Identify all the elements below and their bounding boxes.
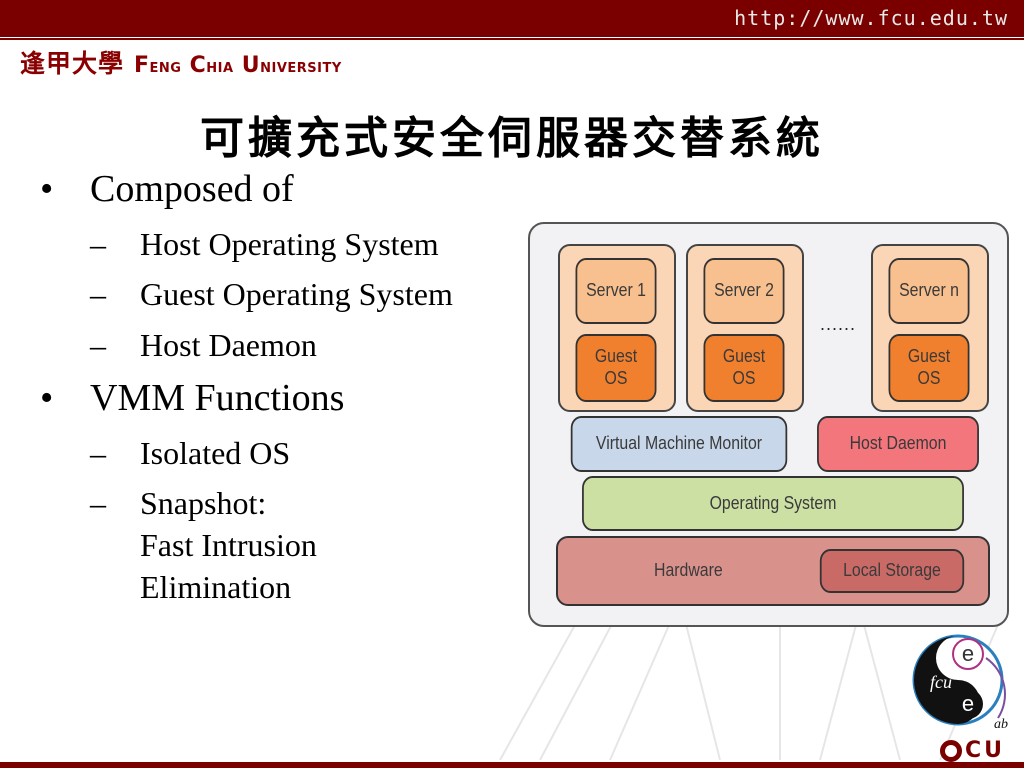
sub-bullet-item: – Host Daemon: [90, 325, 560, 367]
fcu-brand-mark: CU: [940, 738, 1005, 763]
operating-system-layer: Operating System: [582, 476, 964, 531]
logo-script-text: fcu: [930, 672, 952, 692]
sub-bullet-text: Isolated OS: [140, 434, 291, 471]
bullet-icon: •: [40, 377, 54, 420]
brand-english: FENG CHIA UNIVERSITY: [134, 53, 342, 78]
sub-bullet-item: – Isolated OS: [90, 433, 560, 475]
vm-container-2: Server 2 Guest OS: [686, 244, 804, 412]
logo-letter-e-top: e: [962, 641, 974, 666]
fcu-brand-text: CU: [965, 738, 1006, 763]
dash-icon: –: [90, 326, 106, 363]
bullet-text: VMM Functions: [90, 377, 345, 420]
hardware-layer: Hardware Local Storage: [556, 536, 990, 606]
fcu-lab-logo: e e fcu ab: [912, 634, 1008, 732]
logo-ab-text: ab: [994, 717, 1008, 732]
bullet-group-composed: • Composed of – Host Operating System – …: [40, 166, 560, 366]
footer-bar: [0, 762, 1024, 768]
fcu-g-icon: [940, 739, 962, 762]
vm-container-1: Server 1 Guest OS: [558, 244, 676, 412]
dash-icon: –: [90, 225, 106, 262]
local-storage-box: Local Storage: [819, 549, 965, 593]
header-divider: [0, 38, 1024, 40]
bullet-group-vmm: • VMM Functions – Isolated OS – Snapshot…: [40, 375, 560, 608]
bullet-text: Composed of: [90, 168, 294, 210]
sub-bullet-text: Host Daemon: [140, 326, 317, 363]
server-1-box: Server 1: [575, 258, 657, 324]
brand-chinese: 逢甲大學: [20, 49, 125, 78]
dash-icon: –: [90, 485, 106, 522]
university-brand: 逢甲大學 FENG CHIA UNIVERSITY: [20, 44, 342, 78]
dash-icon: –: [90, 434, 106, 471]
vmm-layer: Virtual Machine Monitor: [570, 416, 788, 472]
sub-bullet-text: Snapshot: Fast Intrusion Elimination: [140, 485, 317, 605]
bullet-item: • Composed of: [40, 166, 560, 214]
bullet-list: • Composed of – Host Operating System – …: [40, 166, 560, 617]
host-daemon-layer: Host Daemon: [817, 416, 979, 472]
sub-bullet-text: Guest Operating System: [140, 276, 453, 313]
dash-icon: –: [90, 276, 106, 313]
bullet-item: • VMM Functions: [40, 375, 560, 423]
sub-bullet-item: – Snapshot: Fast Intrusion Elimination: [90, 483, 560, 608]
server-n-box: Server n: [888, 258, 970, 324]
vm-container-n: Server n Guest OS: [871, 244, 989, 412]
website-url: http://www.fcu.edu.tw: [734, 6, 1008, 30]
sub-bullet-item: – Guest Operating System: [90, 274, 560, 316]
guest-os-2-box: Guest OS: [703, 334, 785, 402]
header-bar: http://www.fcu.edu.tw: [0, 0, 1024, 37]
slide-title: 可擴充式安全伺服器交替系統: [200, 113, 824, 164]
guest-os-1-box: Guest OS: [575, 334, 657, 402]
server-2-box: Server 2: [703, 258, 785, 324]
hardware-label: Hardware: [654, 560, 723, 580]
architecture-diagram: Server 1 Guest OS Server 2 Guest OS ....…: [528, 222, 1009, 627]
sub-bullet-item: – Host Operating System: [90, 224, 560, 266]
logo-letter-e-bottom: e: [962, 691, 974, 716]
bullet-icon: •: [40, 168, 54, 210]
guest-os-n-box: Guest OS: [888, 334, 970, 402]
ellipsis-text: ......: [820, 314, 857, 334]
sub-bullet-text: Host Operating System: [140, 225, 439, 262]
